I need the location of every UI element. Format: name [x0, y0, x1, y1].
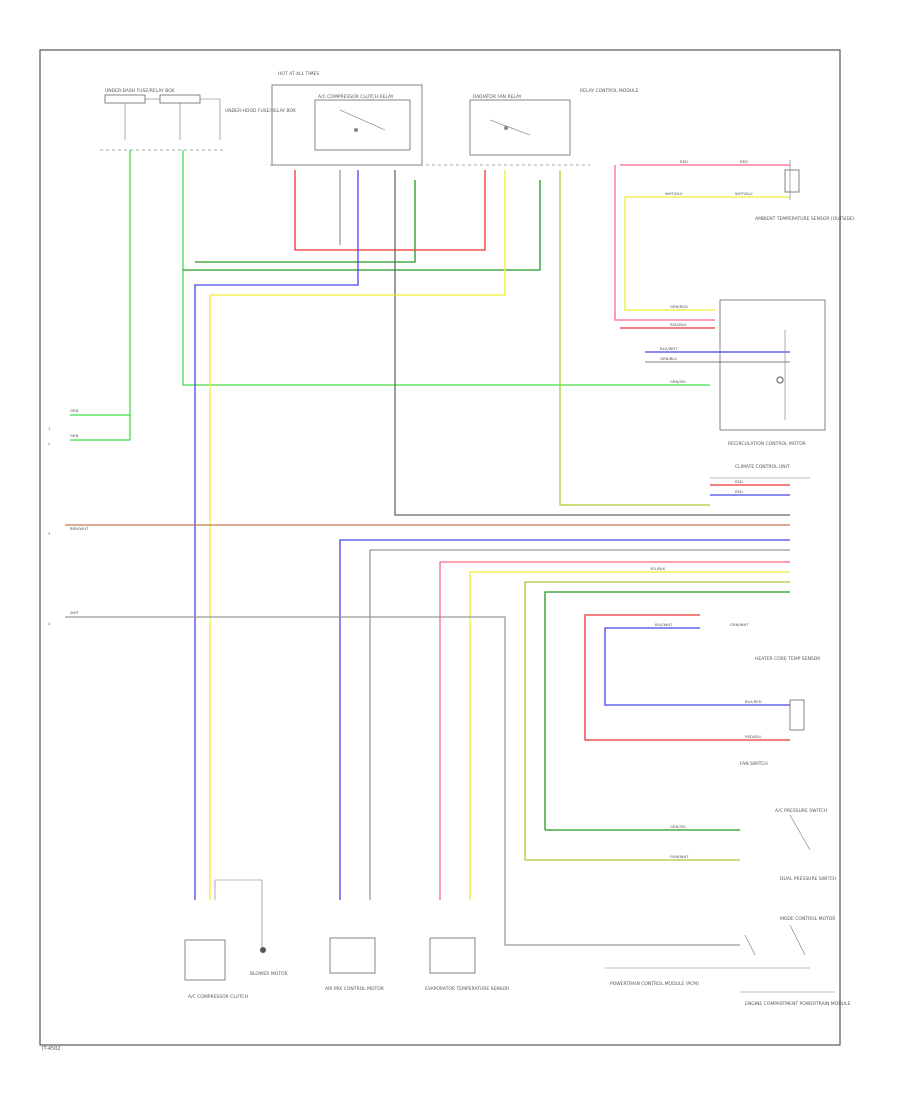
svg-text:4: 4 [48, 622, 51, 626]
relay-block: HOT AT ALL TIMES A/C COMPRESSOR CLUTCH R… [270, 71, 639, 166]
label-control-unit: CLIMATE CONTROL UNIT [735, 464, 790, 470]
svg-text:RED: RED [740, 159, 748, 164]
label-ecm-bottom: ENGINE COMPARTMENT POWERTRAIN MODULE [745, 1001, 850, 1007]
pcm-line: POWERTRAIN CONTROL MODULE (PCM) ENGINE C… [605, 967, 850, 1007]
svg-text:RED/BLU: RED/BLU [745, 734, 762, 739]
label-pressure-switch: A/C PRESSURE SWITCH [775, 808, 827, 814]
label-dual-switch: DUAL PRESSURE SWITCH [780, 876, 837, 882]
label-pcm: POWERTRAIN CONTROL MODULE (PCM) [610, 981, 699, 987]
svg-text:GRN: GRN [70, 433, 79, 438]
switch-wires [525, 814, 811, 956]
diagram-frame [39, 49, 841, 1046]
svg-text:BLU/RED: BLU/RED [745, 699, 762, 704]
label-relay-block: RELAY CONTROL MODULE [580, 88, 639, 94]
svg-text:RED/BLK: RED/BLK [670, 322, 687, 327]
svg-text:RED: RED [735, 479, 743, 484]
control-unit-pins: CLIMATE CONTROL UNIT [710, 464, 810, 496]
svg-text:WHT/BLU: WHT/BLU [735, 191, 753, 196]
mid-bus-wires [65, 524, 790, 946]
label-recirc: RECIRCULATION CONTROL MOTOR [728, 441, 806, 447]
green-wires [70, 150, 710, 441]
side-markers: 1 2 3 4 GRN GRN BRN/WHT WHT [48, 408, 89, 626]
label-fan-switch: FAN SWITCH [740, 761, 768, 767]
label-blower-motor: BLOWER MOTOR [250, 971, 288, 977]
wire-tags: RED RED WHT/BLU WHT/BLU GRN/RED RED/BLK … [650, 159, 762, 859]
svg-text:GRN/YEL: GRN/YEL [670, 379, 687, 384]
svg-text:BLU/WHT: BLU/WHT [655, 622, 673, 627]
svg-text:1: 1 [48, 427, 50, 431]
label-clutch: A/C COMPRESSOR CLUTCH [188, 994, 248, 1000]
svg-text:2: 2 [48, 442, 50, 446]
recirc-motor-block [645, 299, 826, 431]
svg-text:GRN/WHT: GRN/WHT [730, 622, 749, 627]
svg-text:WHT: WHT [70, 610, 80, 615]
bottom-components: A/C COMPRESSOR CLUTCH BLOWER MOTOR AIR M… [184, 879, 509, 1000]
ambient-sensor-loop [614, 160, 800, 329]
svg-text:GRN/WHT: GRN/WHT [670, 854, 689, 859]
label-evap: EVAPORATOR TEMPERATURE SENSOR [425, 986, 509, 992]
svg-text:RED: RED [680, 159, 688, 164]
heater-core-loop [584, 614, 805, 741]
relay-output-wires [194, 170, 790, 900]
label-hot-top: HOT AT ALL TIMES [278, 71, 319, 77]
svg-text:3: 3 [48, 532, 50, 536]
svg-text:BLU/WHT: BLU/WHT [660, 346, 678, 351]
label-fuse-b: UNDER-HOOD FUSE/RELAY BOX [225, 108, 296, 114]
label-relay-b: RADIATOR FAN RELAY [473, 94, 522, 100]
label-heater-core: HEATER CORE TEMP SENSOR [755, 656, 820, 662]
label-relay-a: A/C COMPRESSOR CLUTCH RELAY [318, 94, 394, 100]
svg-text:WHT/BLU: WHT/BLU [665, 191, 683, 196]
label-fuse-a: UNDER-DASH FUSE/RELAY BOX [105, 88, 175, 94]
svg-text:GRN/BLK: GRN/BLK [660, 356, 677, 361]
svg-text:BRN/WHT: BRN/WHT [70, 526, 89, 531]
svg-text:YEL/BLK: YEL/BLK [650, 566, 666, 571]
svg-text:GRN/YEL: GRN/YEL [670, 824, 687, 829]
svg-text:GRN/RED: GRN/RED [670, 304, 688, 309]
footer-code: IT-4502 [42, 1046, 61, 1052]
svg-text:RED: RED [735, 489, 743, 494]
svg-text:GRN: GRN [70, 408, 79, 413]
label-air-mix: AIR MIX CONTROL MOTOR [325, 986, 384, 992]
fuse-box-top-left: UNDER-DASH FUSE/RELAY BOX UNDER-HOOD FUS… [100, 88, 296, 151]
label-mode-motor: MODE CONTROL MOTOR [780, 916, 835, 922]
label-ambient: AMBIENT TEMPERATURE SENSOR (OUTSIDE) [755, 216, 855, 222]
